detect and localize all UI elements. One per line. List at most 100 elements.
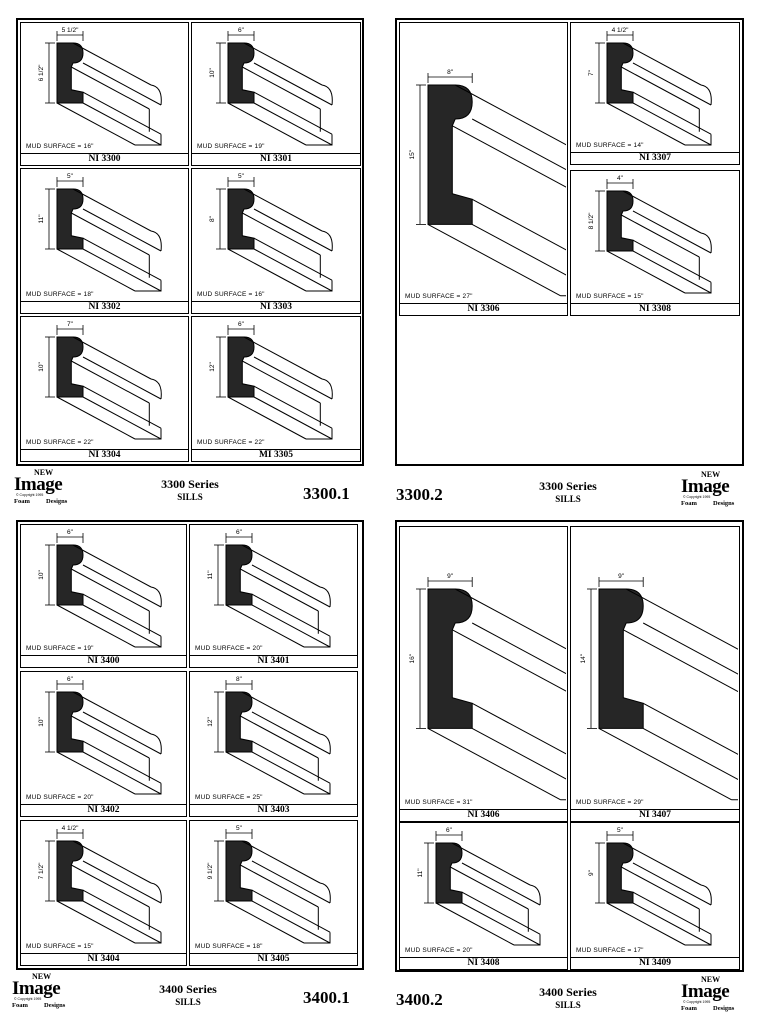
profile-cell: 7"10"MUD SURFACE = 22"NI 3304 — [20, 316, 189, 462]
extrusion-line — [82, 237, 162, 281]
profile-id: MI 3305 — [192, 449, 360, 461]
profile-id: NI 3403 — [190, 804, 357, 816]
extrusion-line — [253, 208, 333, 252]
extrusion-line — [623, 629, 738, 693]
extrusion-line — [251, 889, 331, 933]
height-label: 7" — [588, 69, 595, 76]
brand-logo: NEW Image © Copyright 1995 Foam Designs — [14, 468, 80, 508]
profile-section — [606, 190, 634, 252]
extrusion-line — [56, 102, 136, 146]
sheet-3400-1 — [16, 520, 364, 970]
extrusion-line — [598, 727, 732, 801]
width-label: 5" — [67, 173, 74, 180]
extrusion-line — [632, 862, 712, 906]
extrusion-line — [82, 208, 162, 252]
series-name: 3400 Series — [159, 982, 217, 996]
profile-cell: 8"12"MUD SURFACE = 25"NI 3403 — [189, 671, 358, 817]
profile-drawing: 7"10" — [38, 321, 162, 440]
extrusion-line — [82, 102, 162, 146]
profile-section — [56, 336, 84, 398]
extrusion-line — [227, 248, 307, 292]
logo-new: NEW — [34, 468, 54, 477]
profile-section — [435, 842, 463, 904]
logo-foam: Foam — [14, 498, 30, 505]
extrusion-line — [82, 711, 162, 755]
extrusion-line — [82, 564, 162, 608]
series-title: 3400 Series SILLS — [138, 982, 238, 1007]
profile-id: NI 3401 — [190, 655, 357, 667]
series-sub: SILLS — [177, 492, 203, 502]
logo-designs: Designs — [44, 1002, 66, 1009]
extrusion-line — [240, 715, 319, 759]
height-label: 6 1/2" — [38, 64, 45, 81]
profile-cell: 8"15"MUD SURFACE = 27"NI 3306 — [399, 22, 568, 316]
profile-id: NI 3400 — [21, 655, 186, 667]
profile-section — [225, 691, 253, 753]
profile-id: NI 3408 — [400, 957, 567, 969]
extrusion-line — [253, 102, 333, 146]
extrusion-line — [251, 751, 331, 795]
width-label: 5" — [236, 825, 243, 832]
extrusion-line — [82, 900, 162, 944]
extrusion-line — [82, 91, 162, 135]
extrusion-line — [72, 544, 152, 588]
extrusion-line — [225, 751, 305, 795]
profile-drawing: 4"8 1/2" — [588, 175, 712, 294]
series-title: 3300 Series SILLS — [518, 479, 618, 504]
profile-section — [56, 544, 84, 606]
height-label: 8" — [209, 215, 216, 222]
profile-drawing: 5"11" — [38, 173, 162, 292]
height-label: 8 1/2" — [588, 212, 595, 229]
extrusion-line — [471, 118, 566, 171]
extrusion-line — [435, 902, 515, 946]
extrusion-line — [240, 568, 319, 612]
logo-new: NEW — [701, 975, 721, 984]
extrusion-line — [71, 360, 150, 404]
profile-id: NI 3302 — [21, 301, 188, 313]
sheet-3400-2 — [395, 520, 744, 972]
width-label: 6" — [238, 321, 245, 328]
logo-designs: Designs — [46, 498, 68, 505]
profile-section — [598, 588, 644, 729]
extrusion-line — [82, 604, 162, 648]
extrusion-line — [632, 902, 712, 946]
extrusion-line — [450, 866, 529, 910]
extrusion-line — [56, 751, 136, 795]
extrusion-line — [642, 622, 738, 675]
profile-end — [135, 378, 162, 440]
mud-surface: MUD SURFACE = 25" — [195, 794, 263, 801]
profile-end — [685, 84, 712, 146]
mud-surface: MUD SURFACE = 20" — [405, 947, 473, 954]
profile-section — [227, 336, 255, 398]
logo-copyright: © Copyright 1995 — [16, 493, 44, 497]
extrusion-line — [72, 336, 152, 380]
profile-cell: 6"10"MUD SURFACE = 19"NI 3301 — [191, 22, 361, 166]
extrusion-line — [225, 900, 305, 944]
profile-drawing: 5" 8" — [209, 173, 333, 292]
profile-section — [225, 544, 253, 606]
profile-id: NI 3405 — [190, 953, 357, 965]
extrusion-line — [242, 360, 321, 404]
extrusion-line — [461, 891, 541, 935]
profile-end — [306, 84, 333, 146]
height-label: 11" — [207, 570, 214, 580]
series-name: 3300 Series — [161, 477, 219, 491]
extrusion-line — [251, 604, 331, 648]
mud-surface: MUD SURFACE = 15" — [26, 943, 94, 950]
mud-surface: MUD SURFACE = 18" — [195, 943, 263, 950]
extrusion-line — [451, 842, 531, 886]
extrusion-line — [251, 593, 331, 637]
extrusion-line — [253, 248, 333, 292]
width-label: 7" — [67, 321, 74, 328]
extrusion-line — [251, 564, 331, 608]
extrusion-line — [82, 385, 162, 429]
extrusion-line — [251, 860, 331, 904]
extrusion-line — [454, 84, 566, 146]
width-label: 5" — [238, 173, 245, 180]
profile-drawing: 6"11" — [207, 529, 331, 648]
height-label: 16" — [409, 653, 416, 663]
profile-cell: 5"8"MUD SURFACE = 16"NI 3303 — [191, 168, 361, 314]
extrusion-line — [471, 727, 566, 780]
extrusion-line — [253, 62, 333, 106]
profile-cell: 4 1/2"7"MUD SURFACE = 14"NI 3307 — [570, 22, 740, 165]
